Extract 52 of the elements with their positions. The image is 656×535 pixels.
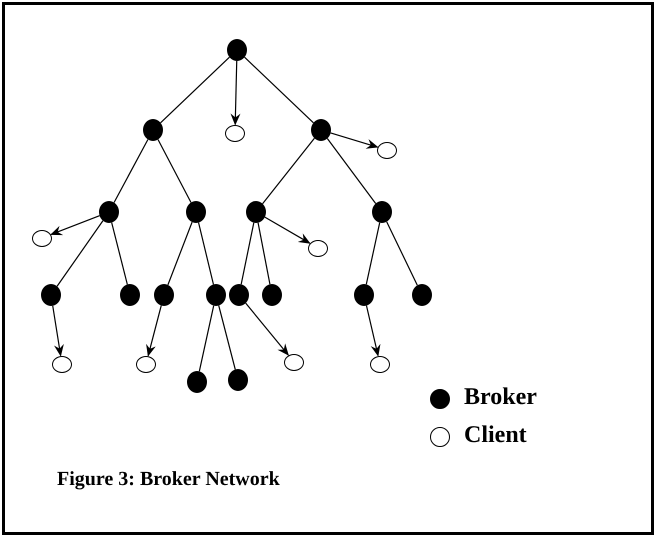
client-circle	[284, 354, 304, 370]
broker-dot	[187, 371, 207, 393]
connector-line	[157, 139, 192, 203]
client-circle	[225, 124, 245, 142]
connector-line	[386, 221, 418, 286]
client-circle	[52, 356, 72, 372]
broker-dot	[206, 284, 226, 306]
arrow	[52, 306, 64, 357]
broker-dot	[186, 201, 206, 223]
client-circle	[308, 240, 328, 256]
broker-dot	[228, 369, 248, 391]
broker-dot	[154, 284, 174, 306]
connector-line	[198, 306, 214, 372]
broker-dot	[372, 201, 392, 223]
connector-line	[111, 222, 128, 285]
broker-dot	[227, 39, 247, 61]
arrow	[264, 216, 311, 244]
client-circle	[136, 356, 156, 372]
connector-line	[198, 222, 214, 284]
broker-dot	[354, 284, 374, 306]
connector-line	[257, 222, 271, 284]
legend-label: Broker	[464, 384, 537, 411]
connector-line	[240, 222, 254, 284]
connector-line	[366, 222, 380, 284]
connector-line	[326, 138, 376, 204]
broker-dot	[143, 119, 163, 141]
connector-line	[56, 220, 104, 287]
arrow	[366, 306, 380, 357]
broker-dot	[246, 201, 266, 223]
arrow	[245, 302, 289, 356]
connector-line	[167, 222, 193, 286]
arrow	[230, 60, 240, 126]
arrow	[330, 132, 379, 149]
client-circle	[370, 356, 390, 372]
legend-label: Client	[464, 422, 527, 449]
connector-line	[262, 138, 315, 204]
broker-dot	[41, 284, 61, 306]
figure-caption: Figure 3: Broker Network	[57, 468, 280, 491]
broker-dot	[229, 284, 249, 306]
connector-line	[160, 56, 230, 124]
arrow	[50, 215, 100, 236]
connector-line	[244, 56, 314, 124]
arrow	[146, 305, 162, 357]
connector-line	[114, 139, 148, 203]
broker-dot	[412, 284, 432, 306]
client-circle	[32, 230, 52, 246]
client-circle	[377, 142, 397, 158]
broker-dot	[311, 119, 331, 141]
broker-dot	[99, 201, 119, 223]
connector-line	[218, 305, 236, 370]
broker-dot	[262, 284, 282, 306]
broker-dot	[120, 284, 140, 306]
